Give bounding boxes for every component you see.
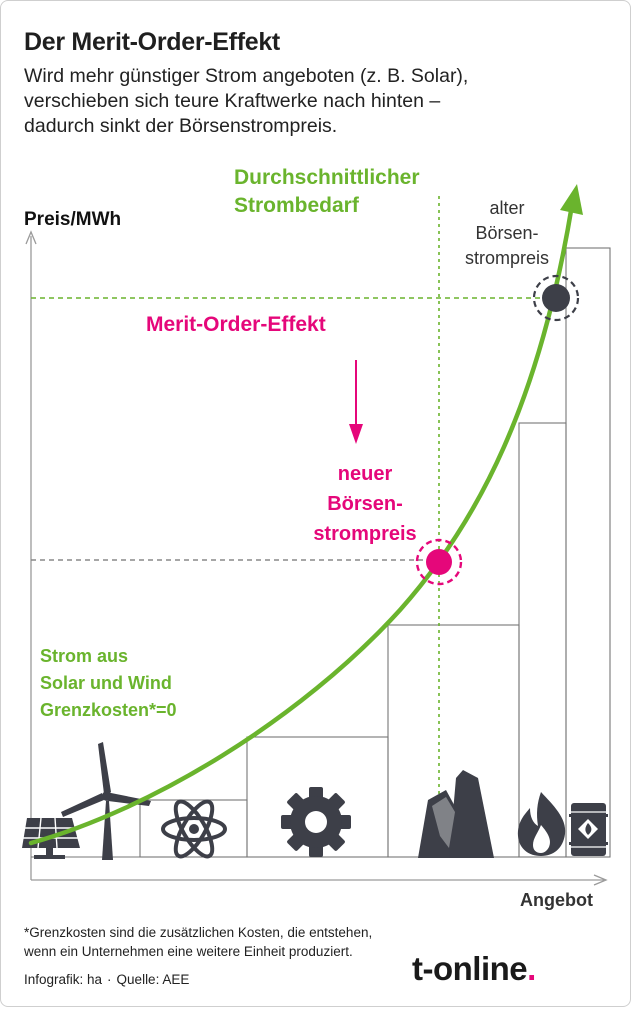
coal-icon [418, 770, 494, 858]
t-online-logo: t-online. [412, 950, 536, 988]
merit-order-effect-label: Merit-Order-Effekt [146, 313, 326, 336]
subtitle-line: verschieben sich teure Kraftwerke nach h… [24, 90, 441, 112]
y-axis-label: Preis/MWh [24, 209, 122, 230]
old-price-label: alter Börsen- strompreis [452, 196, 562, 271]
merit-order-arrowhead [349, 424, 363, 444]
old-price-line: Börsen- [475, 223, 539, 243]
old-price-line: alter [489, 198, 525, 218]
renewables-label: Strom aus Solar und Wind Grenzkosten*=0 [40, 643, 177, 724]
new-price-line: strompreis [313, 523, 417, 545]
demand-label-line: Durchschnittlicher [234, 166, 420, 189]
step-oil [565, 247, 611, 858]
credit-infografik: Infografik: ha [24, 972, 103, 987]
new-price-line: Börsen- [327, 493, 403, 515]
oil-barrel-icon [569, 803, 608, 856]
page-title: Der Merit-Order-Effekt [24, 28, 280, 56]
demand-label: Durchschnittlicher Strombedarf [234, 164, 420, 220]
x-axis-label: Angebot [520, 890, 593, 910]
flame-icon [517, 792, 566, 856]
renewables-label-line: Grenzkosten*=0 [40, 700, 177, 720]
subtitle-line: dadurch sinkt der Börsenstrompreis. [24, 115, 338, 137]
old-price-point [532, 274, 580, 322]
step-gas [518, 422, 567, 858]
renewables-label-line: Strom aus [40, 646, 129, 666]
new-price-point [415, 538, 463, 586]
old-price-line: strompreis [464, 248, 549, 268]
footnote: *Grenzkosten sind die zusätzlichen Koste… [24, 923, 372, 961]
new-price-line: neuer [337, 463, 393, 485]
supply-steps [31, 247, 611, 858]
logo-dot: . [527, 950, 536, 987]
x-axis-arrow [593, 874, 608, 886]
subtitle-line: Wird mehr günstiger Strom angeboten (z. … [24, 65, 469, 87]
new-price-label: neuer Börsen- strompreis [290, 459, 440, 549]
logo-text: t-online [412, 950, 528, 987]
demand-curve-arrowhead [560, 184, 583, 215]
credit-source: Quelle: AEE [116, 972, 190, 987]
footnote-line: wenn ein Unternehmen eine weitere Einhei… [24, 944, 353, 959]
subtitle: Wird mehr günstiger Strom angeboten (z. … [24, 64, 584, 139]
renewables-label-line: Solar und Wind [40, 673, 172, 693]
demand-curve [28, 202, 575, 846]
y-axis-arrow [25, 230, 37, 245]
gear-icon [281, 787, 351, 857]
wind-turbine-icon [61, 742, 151, 860]
credits: Infografik: ha · Quelle: AEE [24, 972, 189, 987]
footnote-line: *Grenzkosten sind die zusätzlichen Koste… [24, 925, 373, 940]
credit-separator: · [107, 972, 112, 987]
demand-label-line: Strombedarf [234, 194, 359, 217]
atom-icon [161, 799, 227, 859]
